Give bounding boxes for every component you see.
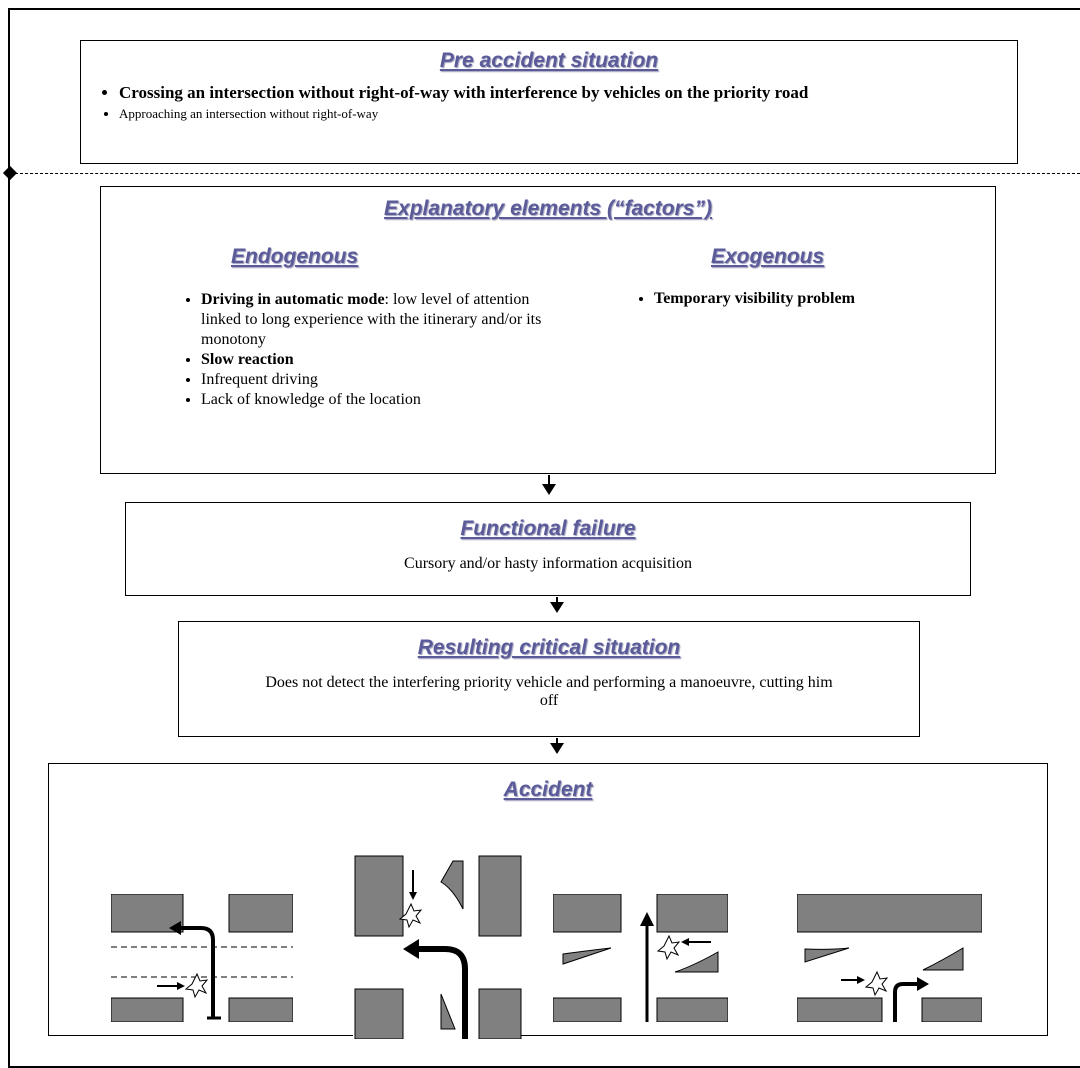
accident-diagram-4	[797, 894, 982, 1022]
arrow-2	[550, 597, 564, 613]
pre-accident-title: Pre accident situation	[439, 49, 659, 72]
accident-diagram-1	[111, 894, 293, 1022]
accident-diagram-3	[553, 894, 728, 1022]
arrow-3	[550, 738, 564, 754]
endogenous-item-3: Infrequent driving	[201, 370, 551, 390]
critical-situation-text: Does not detect the interfering priority…	[265, 674, 833, 709]
accident-diagram-2	[353, 854, 522, 1039]
functional-failure-text: Cursory and/or hasty information acquisi…	[404, 555, 692, 572]
endogenous-item-2: Slow reaction	[201, 350, 551, 370]
endogenous-list: Driving in automatic mode: low level of …	[176, 290, 551, 410]
endogenous-title: Endogenous	[231, 245, 359, 268]
dashed-separator	[10, 173, 1080, 174]
functional-failure-box: Functional failure Cursory and/or hasty …	[125, 502, 971, 596]
pre-accident-item-1: Crossing an intersection without right-o…	[119, 83, 1017, 103]
exogenous-list: Temporary visibility problem	[629, 290, 984, 308]
exogenous-item-1: Temporary visibility problem	[654, 290, 984, 308]
pre-accident-item-2: Approaching an intersection without righ…	[119, 106, 1017, 122]
arrow-1	[542, 475, 556, 495]
endogenous-item-1: Driving in automatic mode: low level of …	[201, 290, 551, 350]
accident-title: Accident	[503, 778, 593, 801]
exogenous-title: Exogenous	[711, 245, 825, 268]
endogenous-item-4: Lack of knowledge of the location	[201, 390, 551, 410]
critical-situation-box: Resulting critical situation Does not de…	[178, 621, 920, 737]
accident-box: Accident	[48, 763, 1048, 1039]
functional-failure-title: Functional failure	[460, 517, 636, 540]
critical-situation-title: Resulting critical situation	[417, 636, 681, 659]
pre-accident-box: Pre accident situation Crossing an inter…	[80, 40, 1018, 164]
explanatory-title: Explanatory elements (“factors”)	[384, 197, 712, 220]
explanatory-box: Explanatory elements (“factors”) Endogen…	[100, 186, 996, 474]
